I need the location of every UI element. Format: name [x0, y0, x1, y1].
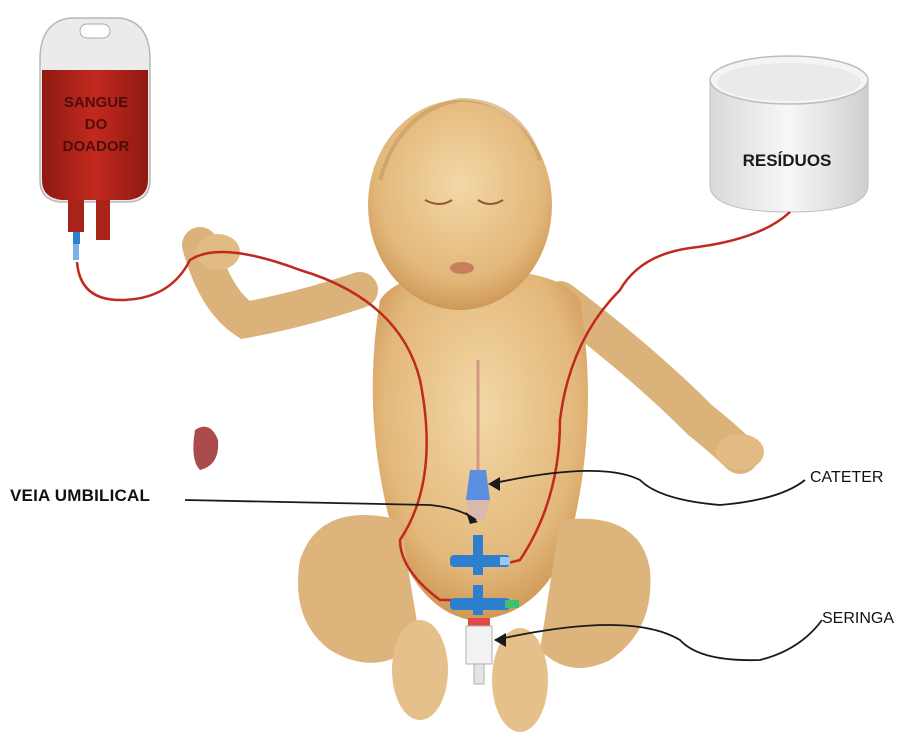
umbilical-vein-label: VEIA UMBILICAL	[10, 487, 150, 504]
donor-blood-line-1: SANGUE	[46, 92, 146, 114]
donor-blood-line-2: DO	[46, 114, 146, 136]
donor-blood-line-3: DOADOR	[46, 136, 146, 158]
catheter-label: CATETER	[810, 470, 883, 486]
donor-blood-label: SANGUE DO DOADOR	[46, 92, 146, 158]
waste-container	[710, 56, 868, 212]
waste-label: RESÍDUOS	[712, 152, 862, 169]
syringe-label: SERINGA	[822, 611, 894, 627]
